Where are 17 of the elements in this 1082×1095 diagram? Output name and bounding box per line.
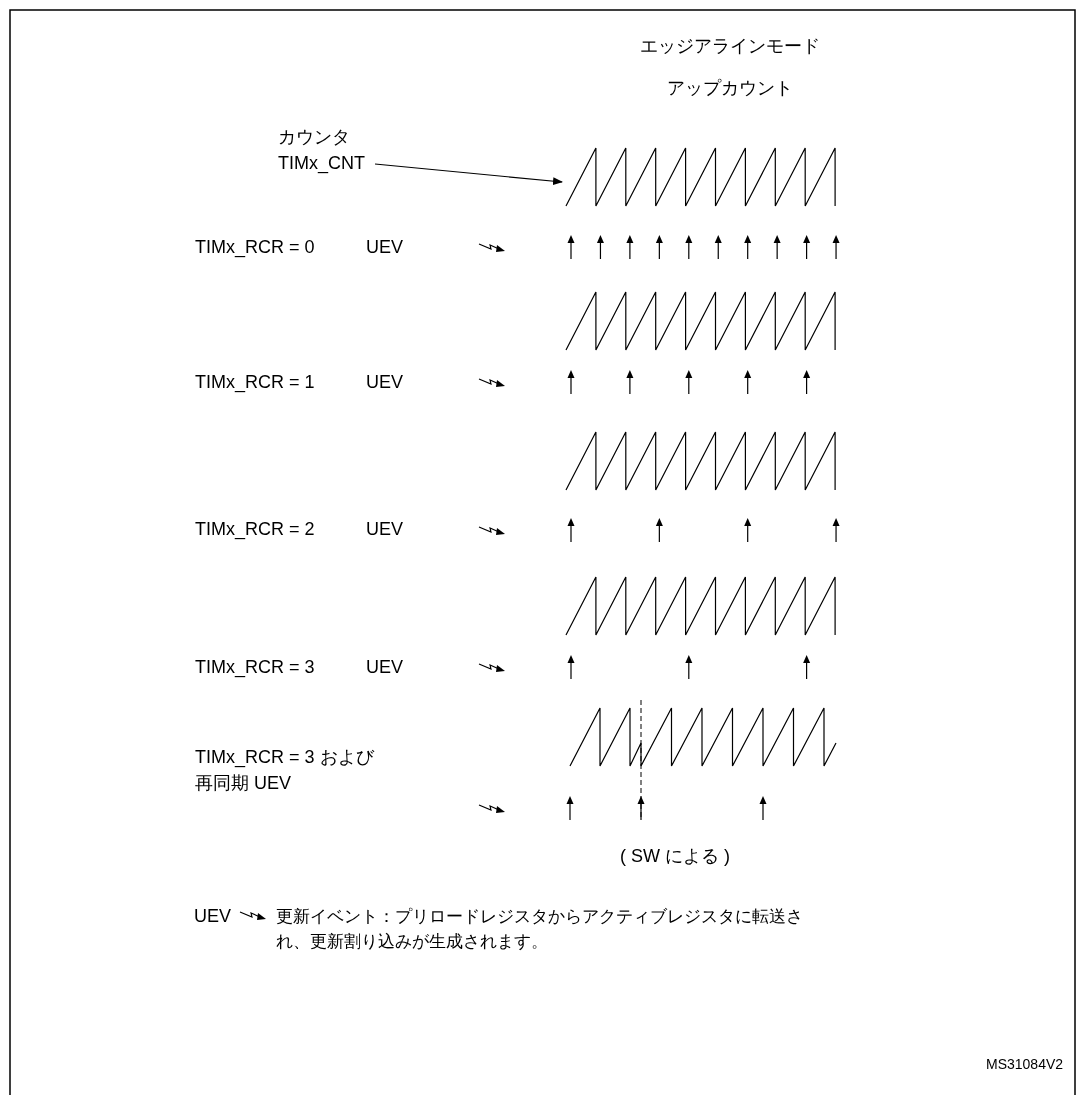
counter-label: カウンタ TIMx_CNT	[278, 124, 373, 176]
heading: エッジアラインモード	[640, 35, 820, 58]
leader-arrow	[374, 163, 563, 186]
subheading: アップカウント	[667, 77, 793, 100]
figure-id: MS31084V2	[986, 1055, 1064, 1074]
signal-label: UEV	[366, 656, 403, 679]
register-label: TIMx_RCR = 0	[195, 236, 315, 259]
register-label: TIMx_RCR = 3	[195, 656, 315, 679]
signal-label: UEV	[366, 236, 403, 259]
register-label: TIMx_RCR = 1	[195, 371, 315, 394]
register-label: TIMx_RCR = 2	[195, 518, 315, 541]
signal-label: UEV	[194, 905, 231, 928]
signal-label: UEV	[366, 518, 403, 541]
signal-label: UEV	[366, 371, 403, 394]
note: ( SW による )	[620, 845, 730, 868]
legend-text: 更新イベント：プリロードレジスタからアクティブレジスタに転送され、更新割り込みが生成されます。	[276, 906, 804, 953]
register-label: TIMx_RCR = 3 および再同期 UEV	[195, 746, 376, 795]
